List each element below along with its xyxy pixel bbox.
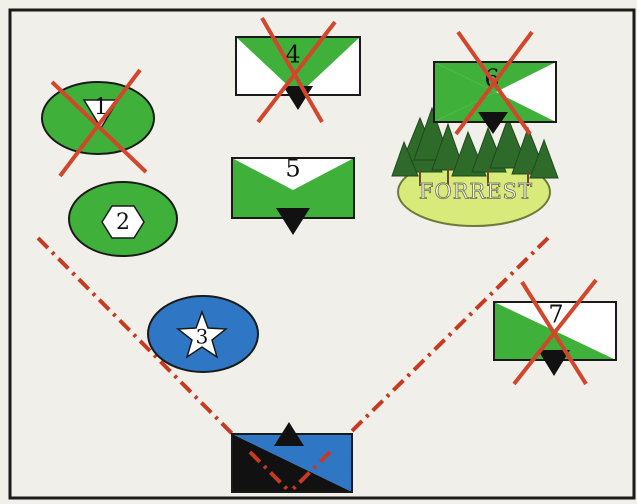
forest-label: FORREST (419, 180, 533, 204)
unit-3-label: 3 (196, 325, 209, 349)
unit-6: 6 (434, 32, 556, 134)
unit-5-downward-triangle-icon (276, 208, 310, 235)
unit-7: 7 (494, 280, 616, 384)
unit-5-label: 5 (285, 155, 300, 183)
unit-4: 4 (236, 18, 360, 122)
unit-2: 2 (69, 182, 177, 256)
forest-terrain: FORREST (392, 108, 558, 226)
unit-1: 1 (42, 70, 154, 176)
unit-3: 3 (148, 296, 258, 372)
home-unit (232, 422, 352, 492)
unit-2-label: 2 (116, 210, 130, 235)
unit-5: 5 (232, 155, 354, 236)
